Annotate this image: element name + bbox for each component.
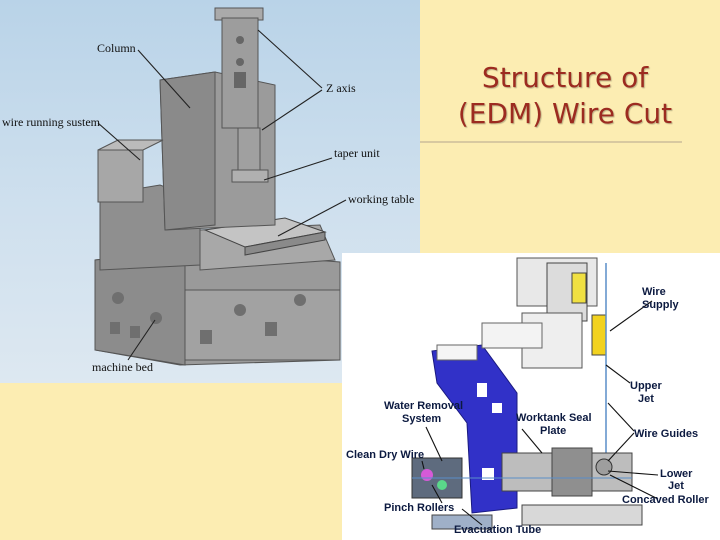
z-axis-label: Z axis bbox=[326, 81, 356, 95]
wire-guides-label: Wire Guides bbox=[634, 428, 698, 440]
wire-running-system-label: wire running sustem bbox=[2, 115, 101, 129]
water-removal-label-2: System bbox=[402, 413, 441, 425]
upper-jet-label-2: Jet bbox=[638, 393, 654, 405]
clean-dry-wire-label: Clean Dry Wire bbox=[346, 449, 424, 461]
slide-title: Structure of (EDM) Wire Cut bbox=[430, 60, 700, 132]
column-label: Column bbox=[97, 41, 136, 55]
pinch-rollers-label: Pinch Rollers bbox=[384, 502, 454, 514]
title-divider bbox=[420, 141, 682, 143]
working-table-label: working table bbox=[348, 192, 414, 206]
concaved-roller-label: Concaved Roller bbox=[622, 494, 710, 506]
title-line-2: (EDM) Wire Cut bbox=[457, 97, 673, 130]
upper-jet-label-1: Upper bbox=[630, 380, 663, 392]
lower-jet-label-1: Lower bbox=[660, 468, 693, 480]
wire-supply-label-1: Wire bbox=[642, 286, 666, 298]
evacuation-tube-label: Evacuation Tube bbox=[454, 524, 541, 536]
wire-supply-label-2: Supply bbox=[642, 299, 680, 311]
machine-bed-label: machine bed bbox=[92, 360, 153, 374]
machine-structure-figure: Column Z axis wire running sustem taper … bbox=[0, 0, 420, 383]
water-removal-label-1: Water Removal bbox=[384, 400, 463, 412]
taper-unit-label: taper unit bbox=[334, 146, 380, 160]
wire-path-drawing: Wire Supply Upper Jet Water Removal Syst… bbox=[346, 257, 710, 536]
lower-jet-label-2: Jet bbox=[668, 480, 684, 492]
machine-structure-drawing: Column Z axis wire running sustem taper … bbox=[2, 7, 414, 374]
worktank-seal-label-2: Plate bbox=[540, 425, 566, 437]
title-line-1: Structure of bbox=[481, 61, 649, 94]
wire-path-figure: Wire Supply Upper Jet Water Removal Syst… bbox=[342, 253, 720, 540]
worktank-seal-label-1: Worktank Seal bbox=[516, 412, 592, 424]
